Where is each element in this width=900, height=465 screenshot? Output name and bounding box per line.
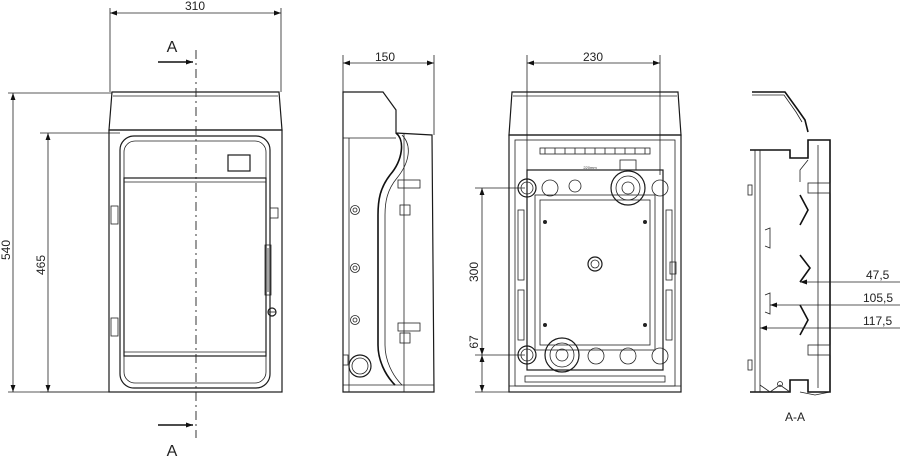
dimension-label-47-5: 47,5: [866, 268, 890, 282]
dimension-back-hole-spacing: 300: [467, 187, 525, 356]
section-mark-bottom: A: [167, 443, 178, 460]
section-mark-top: A: [167, 39, 178, 56]
back-housing: [508, 134, 682, 393]
dimension-label-540: 540: [0, 240, 13, 260]
back-top-cap: [508, 91, 682, 136]
front-view: 310 540 465: [0, 0, 283, 460]
side-view: 150: [342, 50, 435, 393]
dimension-section-47-5: 47,5: [800, 268, 900, 285]
side-profile-curve: [377, 132, 403, 386]
section-back-wall: [750, 139, 831, 393]
dimension-label-117-5: 117,5: [863, 314, 892, 328]
dimension-back-width: 230: [526, 50, 661, 175]
din-rail-text: 220mm: [583, 165, 597, 170]
dimension-label-150: 150: [375, 50, 395, 64]
dimension-front-height-total: 540: [0, 92, 112, 393]
dimension-front-width: 310: [109, 0, 282, 92]
section-title: A-A: [785, 410, 805, 424]
din-rail-frame: [526, 169, 664, 371]
dimension-section-117-5: 117,5: [760, 314, 900, 331]
top-comb: [539, 147, 651, 155]
section-top-lip: [752, 91, 809, 133]
dimension-section-105-5: 105,5: [770, 291, 900, 308]
back-view: 230 300 67: [467, 50, 682, 393]
dimension-label-465: 465: [34, 255, 48, 275]
section-view: 47,5 105,5 117,5 A-A: [747, 91, 900, 424]
hinge-top: [110, 205, 119, 225]
dimension-back-hole-offset: 67: [467, 335, 512, 393]
knockout-top-left: [517, 178, 537, 198]
dimension-label-230: 230: [583, 50, 603, 64]
hinge-bottom: [110, 317, 119, 337]
front-window: [123, 177, 267, 357]
dimension-label-105-5: 105,5: [863, 291, 893, 305]
dimension-side-depth: 150: [342, 50, 435, 135]
knockout-bottom-center: [544, 337, 580, 373]
side-gland: [348, 354, 372, 378]
dimension-label-67: 67: [467, 335, 481, 349]
front-housing: [108, 129, 283, 393]
dimension-front-height-inner: 465: [34, 132, 120, 393]
knockout-bottom-left: [517, 345, 537, 365]
knockout-top-center: [610, 170, 646, 206]
knockout-center: [587, 256, 603, 272]
front-door: [119, 135, 271, 389]
side-outline: [342, 91, 435, 393]
dimension-label-310: 310: [185, 0, 205, 13]
dimension-label-300: 300: [467, 262, 481, 282]
label-window: [227, 154, 251, 172]
front-top-cap: [108, 91, 283, 131]
